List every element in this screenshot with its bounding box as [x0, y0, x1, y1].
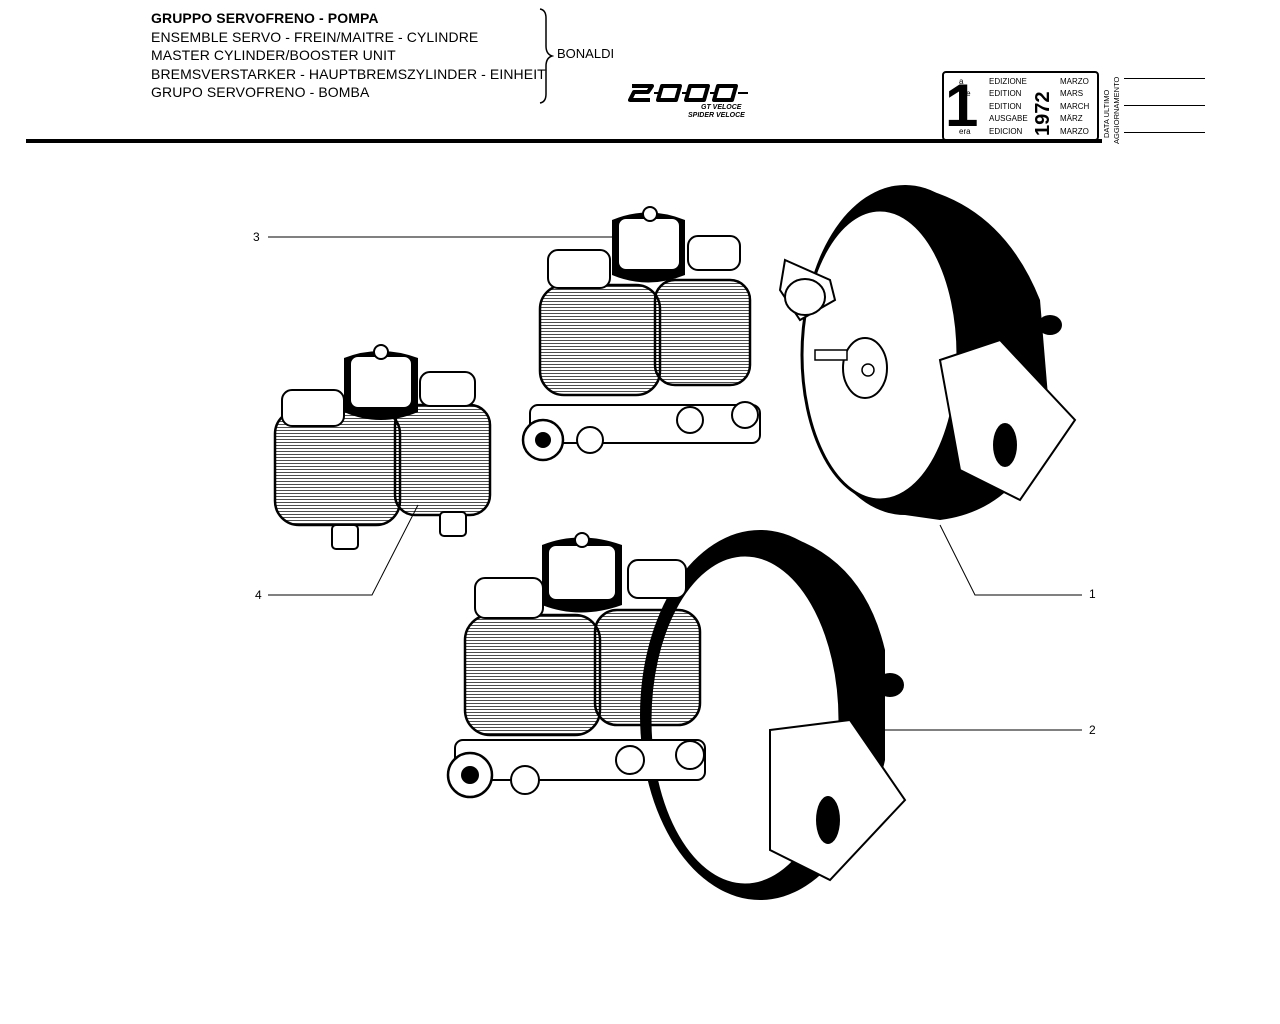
- title-english: MASTER CYLINDER/BOOSTER UNIT: [151, 47, 396, 63]
- header-rule: [26, 139, 1102, 143]
- edition-box: 1 a ere st . era EDIZIONE EDITION EDITIO…: [942, 71, 1099, 141]
- update-line-2: [1124, 105, 1205, 106]
- callout-4: 4: [255, 588, 262, 602]
- title-german: BREMSVERSTARKER - HAUPTBREMSZYLINDER - E…: [151, 65, 546, 82]
- logo-2000-icon: [628, 84, 748, 102]
- brake-booster-part-1: [778, 185, 1077, 520]
- update-line-1: [1124, 78, 1205, 79]
- title-italian: GRUPPO SERVOFRENO - POMPA: [151, 10, 379, 26]
- title-french: ENSEMBLE SERVO - FREIN/MAITRE - CYLINDRE: [151, 28, 479, 45]
- leader-line-1: [939, 524, 1082, 596]
- edition-number: 1: [945, 72, 979, 139]
- brace-icon: [539, 8, 554, 104]
- reservoir-part-4: [273, 344, 492, 550]
- callout-1: 1: [1089, 587, 1096, 601]
- leader-line-4: [268, 504, 419, 596]
- model-logo: GT VELOCE SPIDER VELOCE: [628, 80, 752, 119]
- model-gt-veloce: GT VELOCE: [701, 104, 742, 111]
- booster-assembly-part-2: [446, 530, 907, 900]
- title-block: GRUPPO SERVOFRENO - POMPA ENSEMBLE SERVO…: [151, 9, 546, 102]
- edition-suffixes: a ere st . era: [959, 77, 971, 136]
- update-line-3: [1124, 132, 1205, 133]
- callout-2: 2: [1089, 723, 1096, 737]
- title-spanish: GRUPO SERVOFRENO - BOMBA: [151, 84, 370, 100]
- model-spider-veloce: SPIDER VELOCE: [688, 112, 745, 119]
- edition-months: MARZO MARS MARCH MÄRZ MARZO: [1060, 77, 1090, 136]
- master-cylinder-part-3: [521, 206, 761, 462]
- leader-lines: [268, 236, 1082, 731]
- supplier-name: BONALDI: [557, 46, 615, 61]
- callout-3: 3: [253, 230, 260, 244]
- edition-words: EDIZIONE EDITION EDITION AUSGABE EDICION: [989, 77, 1028, 136]
